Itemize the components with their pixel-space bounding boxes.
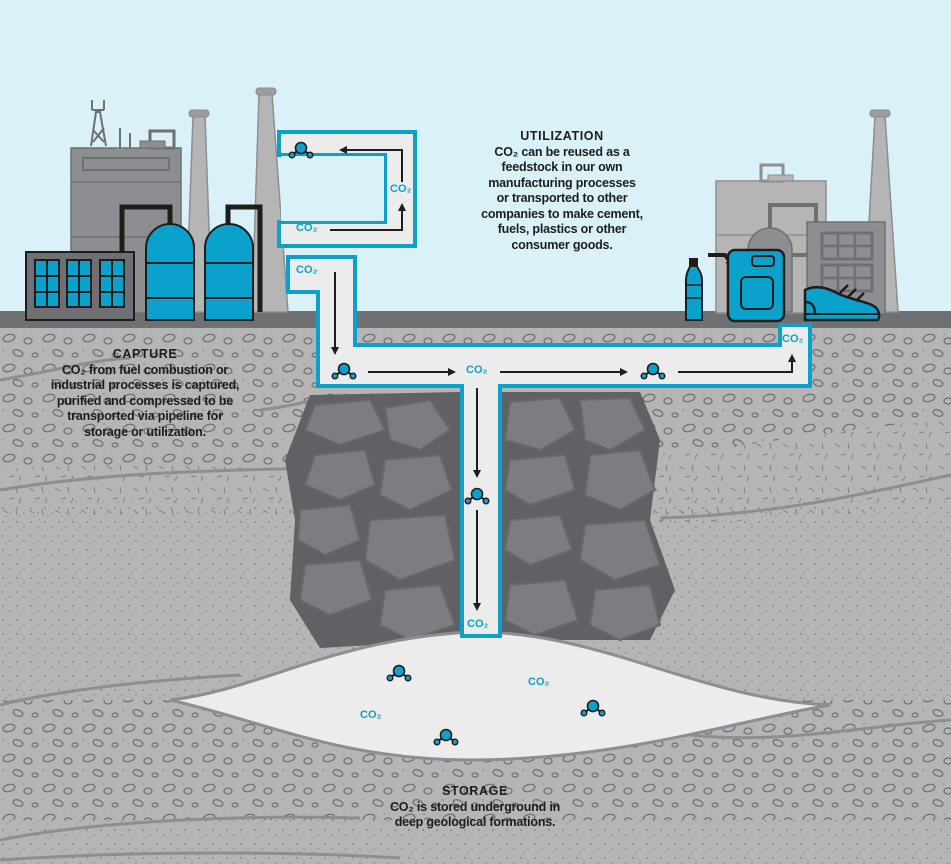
- storage-caption: STORAGE CO₂ is stored underground in dee…: [370, 784, 580, 831]
- pipe-label-loop-right: CO₂: [390, 183, 412, 195]
- transport-pipe: [286, 255, 812, 638]
- capture-line: transported via pipeline for: [67, 409, 223, 423]
- sneaker-icon: [803, 284, 881, 322]
- building-window-strip: [82, 157, 170, 171]
- capture-title: CAPTURE: [112, 347, 178, 361]
- capture-line: storage or utilization.: [84, 424, 206, 439]
- storage-tank-icon: [145, 223, 195, 321]
- storage-line: CO₂ is stored underground in: [389, 799, 561, 814]
- arrow-icon: [330, 203, 406, 231]
- utilization-line: feedstock in our own: [501, 160, 623, 174]
- utilization-line: companies to make cement,: [481, 206, 643, 221]
- utilization-caption: UTILIZATION CO₂ can be reused as a feeds…: [468, 129, 656, 253]
- pipe-label-utilization-riser: CO₂: [782, 333, 804, 345]
- capture-caption: CAPTURE CO₂ from fuel combustion or indu…: [30, 347, 260, 440]
- fuel-jerrycan-icon: [708, 248, 786, 323]
- storage-tank-icon: [204, 223, 254, 321]
- utilization-title: UTILIZATION: [520, 129, 604, 143]
- utilization-line: manufacturing processes: [488, 175, 636, 190]
- plastic-bottle-icon: [685, 258, 703, 321]
- utilization-loop-pipe: [277, 130, 417, 248]
- flow-arrows: [330, 146, 796, 611]
- stratum-line: [0, 851, 401, 862]
- arrow-icon: [339, 146, 403, 182]
- stratum-line: [659, 473, 951, 520]
- chimney-cap: [255, 87, 277, 96]
- pipe-label-loop-bottom: CO₂: [296, 222, 318, 234]
- capture-line: purified and compressed to be: [56, 393, 234, 408]
- capture-line: industrial processes is captured,: [50, 378, 240, 392]
- caprock: [285, 392, 675, 648]
- antenna: [90, 100, 131, 148]
- chimney-cap: [869, 109, 891, 118]
- reservoir-label-right: CO₂: [528, 676, 550, 688]
- stratum-line: [0, 356, 131, 382]
- utilization-line: consumer goods.: [511, 237, 613, 252]
- reservoir-label-left: CO₂: [360, 709, 382, 721]
- pipeline: [277, 130, 812, 638]
- utilization-line: or transported to other: [496, 191, 628, 205]
- chimney-cap: [188, 109, 210, 118]
- pipe-label-well-bottom: CO₂: [467, 618, 489, 630]
- storage-line: deep geological formations.: [394, 815, 556, 829]
- stratum-line: [0, 815, 361, 842]
- pipe-label-junction: CO₂: [466, 364, 488, 376]
- storage-title: STORAGE: [442, 784, 508, 798]
- arrow-icon: [678, 354, 796, 373]
- pipe-label-capture-outlet: CO₂: [296, 264, 318, 276]
- storage-reservoir: [169, 630, 831, 762]
- stratum-line: [689, 718, 951, 740]
- stratum-line: [0, 673, 241, 707]
- utilization-line: fuels, plastics or other: [497, 222, 627, 236]
- loop-interior: [281, 156, 384, 221]
- capture-line: CO₂ from fuel combustion or: [61, 362, 229, 377]
- capture-plant: [25, 87, 289, 321]
- utilization-line: CO₂ can be reused as a: [494, 144, 630, 159]
